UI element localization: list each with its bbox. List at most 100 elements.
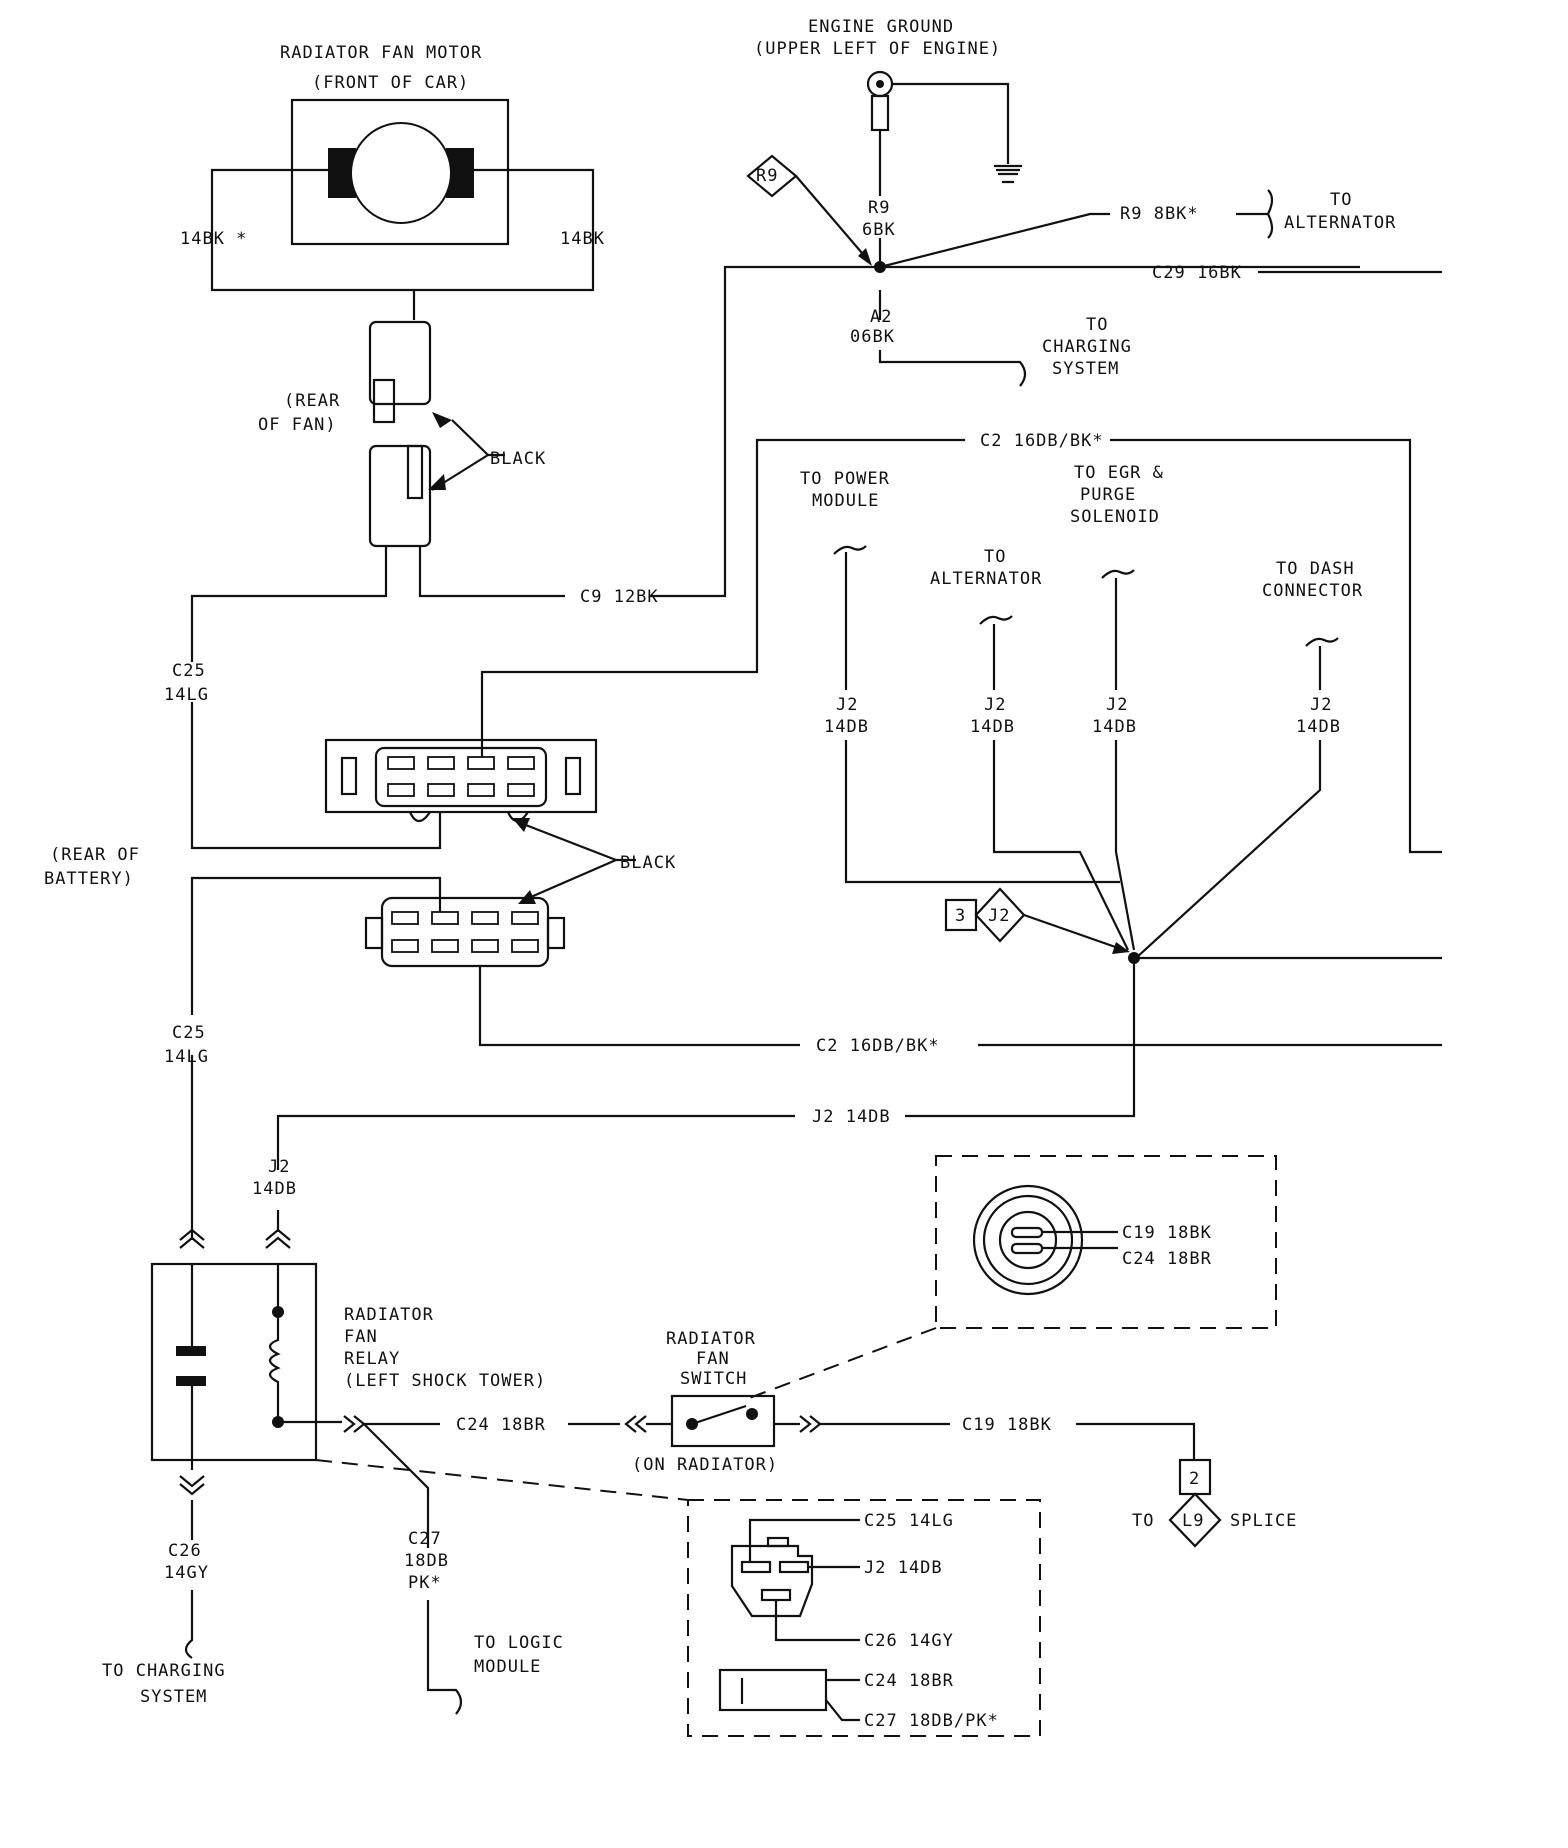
c24-left-wire: [278, 1415, 620, 1433]
l9-diamond-label: L9: [1182, 1511, 1204, 1531]
switch-label-3: SWITCH: [680, 1369, 747, 1389]
engine-ground-subtitle: (UPPER LEFT OF ENGINE): [754, 39, 1001, 59]
engine-ground-title: ENGINE GROUND: [808, 17, 954, 37]
c24-left-label: C24 18BR: [456, 1415, 546, 1435]
r9-diamond-label: R9: [756, 166, 778, 186]
l9-number-label: 2: [1189, 1469, 1200, 1489]
connector-top-latch-left: [340, 756, 358, 796]
connector-top-keys: [408, 811, 529, 823]
relay-coil-terminal-top: [272, 1306, 284, 1318]
r9-8bk-break: [1236, 189, 1274, 239]
relay-label-2: FAN: [344, 1327, 378, 1347]
r9-8bk-wire: [879, 212, 1110, 269]
switch-label-2: FAN: [696, 1349, 730, 1369]
c26-label-1: C26: [168, 1541, 202, 1561]
relay-internal-wires: [190, 1264, 280, 1470]
l9-diamond: [1168, 1492, 1222, 1548]
relay-detail-callout: [315, 1459, 689, 1501]
to-alternator-top-label-1: TO: [1330, 190, 1352, 210]
fan-motor-wires: [210, 168, 595, 320]
fan-motor-subtitle: (FRONT OF CAR): [312, 73, 469, 93]
j2-wire-dash: [1135, 637, 1339, 959]
arrow-head: [1112, 942, 1130, 954]
relay-label-3: RELAY: [344, 1349, 400, 1369]
a2-label-2: 06BK: [850, 327, 895, 347]
black-label-1: BLACK: [490, 449, 546, 469]
relay-bottom-connector-icon: [179, 1475, 205, 1496]
relay-detail-c24-label: C24 18BR: [864, 1671, 954, 1691]
ground-symbol-icon: [994, 164, 1022, 184]
a2-label-1: A2: [870, 307, 892, 327]
j2-relay-label-1: J2: [268, 1157, 290, 1177]
to-power-module-label-1: TO POWER: [800, 469, 890, 489]
rear-of-battery-label-1: (REAR OF: [50, 845, 140, 865]
l9-splice-label: SPLICE: [1230, 1511, 1297, 1531]
to-charging-label-1: TO CHARGING: [102, 1661, 226, 1681]
c26-label-2: 14GY: [164, 1563, 209, 1583]
arrow-head: [512, 818, 530, 832]
connector-top-face: [374, 746, 548, 808]
fan-motor-title: RADIATOR FAN MOTOR: [280, 43, 482, 63]
switch-detail-terminal-bottom: [1010, 1242, 1044, 1255]
fan-connector-pin: [372, 378, 396, 424]
to-power-module-label-2: MODULE: [812, 491, 879, 511]
relay-detail-connector-body: [730, 1544, 814, 1618]
j2-horizontal-label: J2 14DB: [812, 1107, 891, 1127]
j2-a-label-2: 14DB: [824, 717, 869, 737]
relay-box: [150, 1262, 318, 1462]
c2-top-wire: [480, 438, 1442, 854]
arrow-head: [428, 474, 446, 490]
c25-top-label-2: 14LG: [164, 685, 209, 705]
switch-blade-icon: [691, 1404, 747, 1426]
switch-body: [670, 1394, 776, 1448]
fan-motor-box: [290, 98, 510, 246]
switch-detail-inner-ring: [998, 1210, 1058, 1270]
j2-diamond-leader: [1023, 913, 1125, 952]
connector-bottom-latch-right: [546, 916, 566, 950]
l9-to-label: TO: [1132, 1511, 1154, 1531]
c27-label-1: C27: [408, 1529, 442, 1549]
r9-diamond-leader: [795, 175, 869, 261]
c25-top-label-1: C25: [172, 661, 206, 681]
relay-detail-plug: [718, 1668, 828, 1712]
rear-of-battery-label-2: BATTERY): [44, 869, 134, 889]
j2-relay-label-2: 14DB: [252, 1179, 297, 1199]
connector-bottom-body: [380, 896, 550, 968]
fan-connector-male: [368, 320, 432, 406]
to-charging-top-label-1: TO: [1086, 315, 1108, 335]
relay-detail-plug-leaders: [825, 1678, 860, 1722]
to-logic-label-2: MODULE: [474, 1657, 541, 1677]
c2-mid-label: C2 16DB/BK*: [816, 1036, 940, 1056]
c2-top-label: C2 16DB/BK*: [980, 431, 1104, 451]
arrow-head: [858, 248, 872, 266]
eight-way-connector-bottom: [364, 896, 566, 968]
switch-detail-leaders: [1042, 1230, 1118, 1250]
c9-label: C9 12BK: [580, 587, 659, 607]
c2-mid-wire: [478, 966, 1442, 1047]
to-egr-label-2: PURGE: [1080, 485, 1136, 505]
fan-right-wire-label: 14BK: [560, 229, 605, 249]
r9-8bk-label: R9 8BK*: [1120, 204, 1199, 224]
relay-detail-c25-label: C25 14LG: [864, 1511, 954, 1531]
j2-b-label-1: J2: [984, 695, 1006, 715]
c25-lower-wire: [190, 876, 442, 1240]
switch-connector-detail: C19 18BK C24 18BR: [935, 1155, 1277, 1329]
j2-d-label-2: 14DB: [1296, 717, 1341, 737]
j2-wire-power-module: [833, 545, 1120, 884]
j2-a-label-1: J2: [836, 695, 858, 715]
relay-detail-cavity-3: [760, 1588, 792, 1602]
connector-top-cavities: [387, 756, 535, 797]
to-alternator-mid-label-2: ALTERNATOR: [930, 569, 1042, 589]
switch-label-4: (ON RADIATOR): [632, 1455, 778, 1475]
j2-relay-wire: [276, 1114, 795, 1232]
a2-wire: [878, 350, 1027, 387]
switch-left-connector-icon: [624, 1415, 672, 1433]
relay-detail-frame: [687, 1499, 1041, 1737]
c27-wire: [363, 1423, 463, 1715]
fan-connector: (REAR OF FAN) BLACK: [258, 320, 546, 548]
to-logic-label-1: TO LOGIC: [474, 1633, 564, 1653]
relay-detail-c27-label: C27 18DB/PK*: [864, 1711, 999, 1731]
to-charging-top-label-2: CHARGING: [1042, 337, 1132, 357]
j2-number-label: 3: [955, 906, 966, 926]
